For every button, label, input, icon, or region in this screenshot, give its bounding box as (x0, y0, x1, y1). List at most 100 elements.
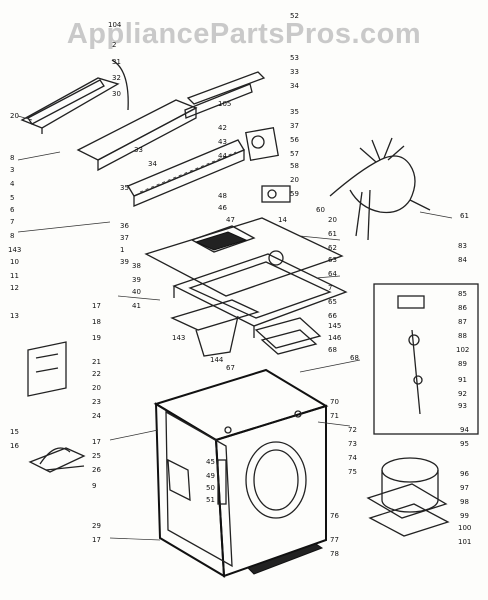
label-4: 4 (10, 180, 15, 188)
label-143: 143 (8, 246, 21, 254)
label-47: 47 (226, 216, 235, 224)
label-23: 23 (92, 398, 101, 406)
label-50: 50 (206, 484, 215, 492)
label-45: 45 (206, 458, 215, 466)
label-143b: 143 (172, 334, 185, 342)
label-20: 20 (10, 112, 19, 120)
label-76: 76 (330, 512, 339, 520)
label-53: 53 (290, 54, 299, 62)
label-31: 31 (112, 58, 121, 66)
label-61: 61 (328, 230, 337, 238)
label-64: 64 (328, 270, 337, 278)
label-10: 10 (10, 258, 19, 266)
label-20d: 20 (328, 216, 337, 224)
label-9: 9 (92, 482, 96, 490)
label-84: 84 (458, 256, 467, 264)
label-35b: 35 (120, 184, 129, 192)
label-7: 7 (10, 218, 14, 226)
label-96: 96 (460, 470, 469, 478)
label-88: 88 (458, 332, 467, 340)
label-63: 63 (328, 256, 337, 264)
label-105: 105 (218, 100, 231, 108)
label-51: 51 (206, 496, 215, 504)
label-72: 72 (348, 426, 357, 434)
label-145: 145 (328, 322, 341, 330)
label-89: 89 (458, 360, 467, 368)
label-42: 42 (218, 124, 227, 132)
label-67: 67 (226, 364, 235, 372)
label-68b: 68 (350, 354, 359, 362)
label-21: 21 (92, 358, 101, 366)
label-92: 92 (458, 390, 467, 398)
label-94: 94 (460, 426, 469, 434)
label-29: 29 (92, 522, 101, 530)
label-32: 32 (112, 74, 121, 82)
label-2: 2 (112, 41, 116, 49)
label-97: 97 (460, 484, 469, 492)
label-19: 19 (92, 334, 101, 342)
label-43: 43 (218, 138, 227, 146)
label-87: 87 (458, 318, 467, 326)
label-39: 39 (120, 258, 129, 266)
label-91: 91 (458, 376, 467, 384)
label-33: 33 (290, 68, 299, 76)
timer-assembly (245, 127, 291, 203)
watermark: AppliancePartsPros.com (66, 18, 422, 50)
label-38: 38 (132, 262, 141, 270)
label-5: 5 (10, 194, 14, 202)
label-36: 36 (120, 222, 129, 230)
label-12: 12 (10, 284, 19, 292)
label-66: 66 (328, 312, 337, 320)
label-8b: 8 (10, 232, 14, 240)
detail-pump-assembly (366, 457, 450, 537)
label-58: 58 (290, 162, 299, 170)
label-34: 34 (290, 82, 299, 90)
label-7b: 7 (328, 284, 332, 292)
label-60: 60 (316, 206, 325, 214)
label-46: 46 (218, 204, 227, 212)
label-13: 13 (10, 312, 19, 320)
label-73: 73 (348, 440, 357, 448)
label-30: 30 (112, 90, 121, 98)
label-37b: 37 (120, 234, 129, 242)
label-75: 75 (348, 468, 357, 476)
label-35: 35 (290, 108, 299, 116)
label-61b: 61 (460, 212, 469, 220)
label-15: 15 (10, 428, 19, 436)
wire-harness (329, 137, 431, 241)
console-rear-panel (76, 59, 198, 172)
detail-harness-15 (28, 447, 86, 473)
label-70: 70 (330, 398, 339, 406)
label-40: 40 (132, 288, 141, 296)
leader-lines (17, 115, 453, 541)
part-number-labels: 104 2 31 32 30 20 8 3 4 5 6 7 8 143 10 1… (8, 12, 471, 558)
label-48: 48 (218, 192, 227, 200)
label-17b: 17 (92, 438, 101, 446)
label-41: 41 (132, 302, 141, 310)
label-104: 104 (108, 21, 122, 29)
label-68: 68 (328, 346, 337, 354)
label-146: 146 (328, 334, 342, 342)
label-24: 24 (92, 412, 101, 420)
label-11: 11 (10, 272, 19, 280)
label-17: 17 (92, 302, 101, 310)
label-93: 93 (458, 402, 467, 410)
label-20b: 20 (92, 384, 101, 392)
label-34b: 34 (148, 160, 157, 168)
label-95: 95 (460, 440, 469, 448)
label-25: 25 (92, 452, 101, 460)
base-strip (247, 543, 324, 575)
label-8: 8 (10, 154, 14, 162)
label-1: 1 (120, 246, 124, 254)
label-98: 98 (460, 498, 469, 506)
label-26: 26 (92, 466, 101, 474)
label-6: 6 (10, 206, 15, 214)
label-39b: 39 (132, 276, 141, 284)
top-trim-strip (20, 77, 120, 134)
label-16: 16 (10, 442, 19, 450)
label-85: 85 (458, 290, 467, 298)
label-52: 52 (290, 12, 299, 20)
cabinet (153, 368, 329, 578)
